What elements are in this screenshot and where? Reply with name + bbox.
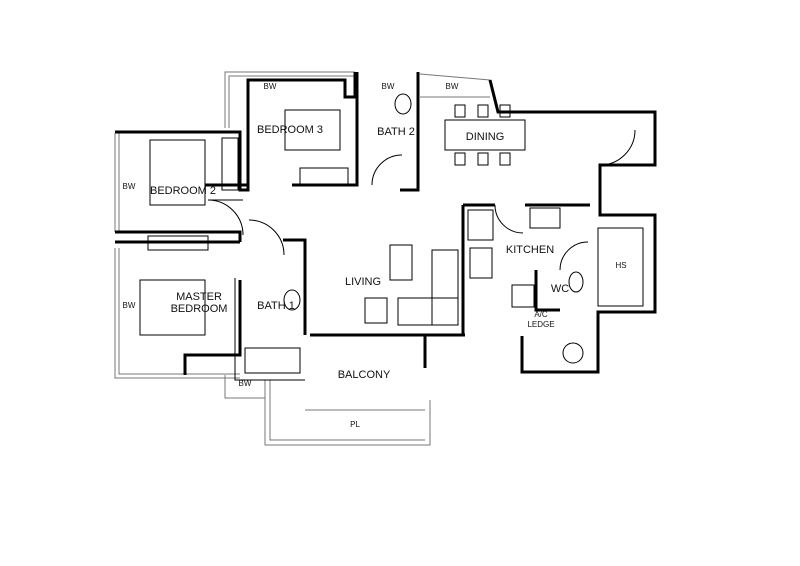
room-label-wc: WC [550,283,570,295]
bathtub [244,347,301,374]
bw-label-bedroom2: BW [122,182,136,191]
wardrobe-master [147,235,209,251]
bed-bedroom2 [149,139,206,206]
bw-label-bath2: BW [381,82,395,91]
bw-label-bedroom3: BW [263,82,277,91]
bed-bedroom3 [284,109,341,151]
coffee-table [389,244,413,281]
dining-table [444,119,526,151]
bed-master [139,279,206,336]
room-label-ac-ledge: A/C LEDGE [527,310,555,329]
room-label-bath1: BATH 1 [257,300,295,312]
room-label-kitchen: KITCHEN [505,244,555,256]
bw-label-dining: BW [445,82,459,91]
room-label-bedroom2: BEDROOM 2 [149,185,217,197]
room-label-pl: PL [350,420,360,429]
water-heater [562,342,584,364]
toilet-bath1 [283,289,301,311]
room-label-balcony: BALCONY [337,369,391,381]
walls [115,72,657,381]
furniture [139,93,644,374]
wardrobe-bedroom3 [299,167,349,186]
room-label-bedroom3: BEDROOM 3 [256,124,324,136]
room-label-living: LIVING [344,276,382,288]
bw-label-master: BW [122,301,136,310]
bw-label-bath1: BW [238,379,252,388]
bay-windows [114,71,491,446]
stove [469,247,493,279]
toilet-wc [568,271,584,293]
doors [207,129,636,271]
sofa [431,249,459,326]
wardrobe-bedroom2 [221,137,239,191]
room-label-bath2: BATH 2 [377,126,415,138]
toilet-bath2 [394,93,412,115]
room-label-master-bedroom: MASTER BEDROOM [170,291,228,315]
room-label-dining: DINING [465,131,505,143]
room-label-hs: HS [615,261,627,270]
household-shelter [597,227,644,307]
kitchen-sink [529,207,561,229]
